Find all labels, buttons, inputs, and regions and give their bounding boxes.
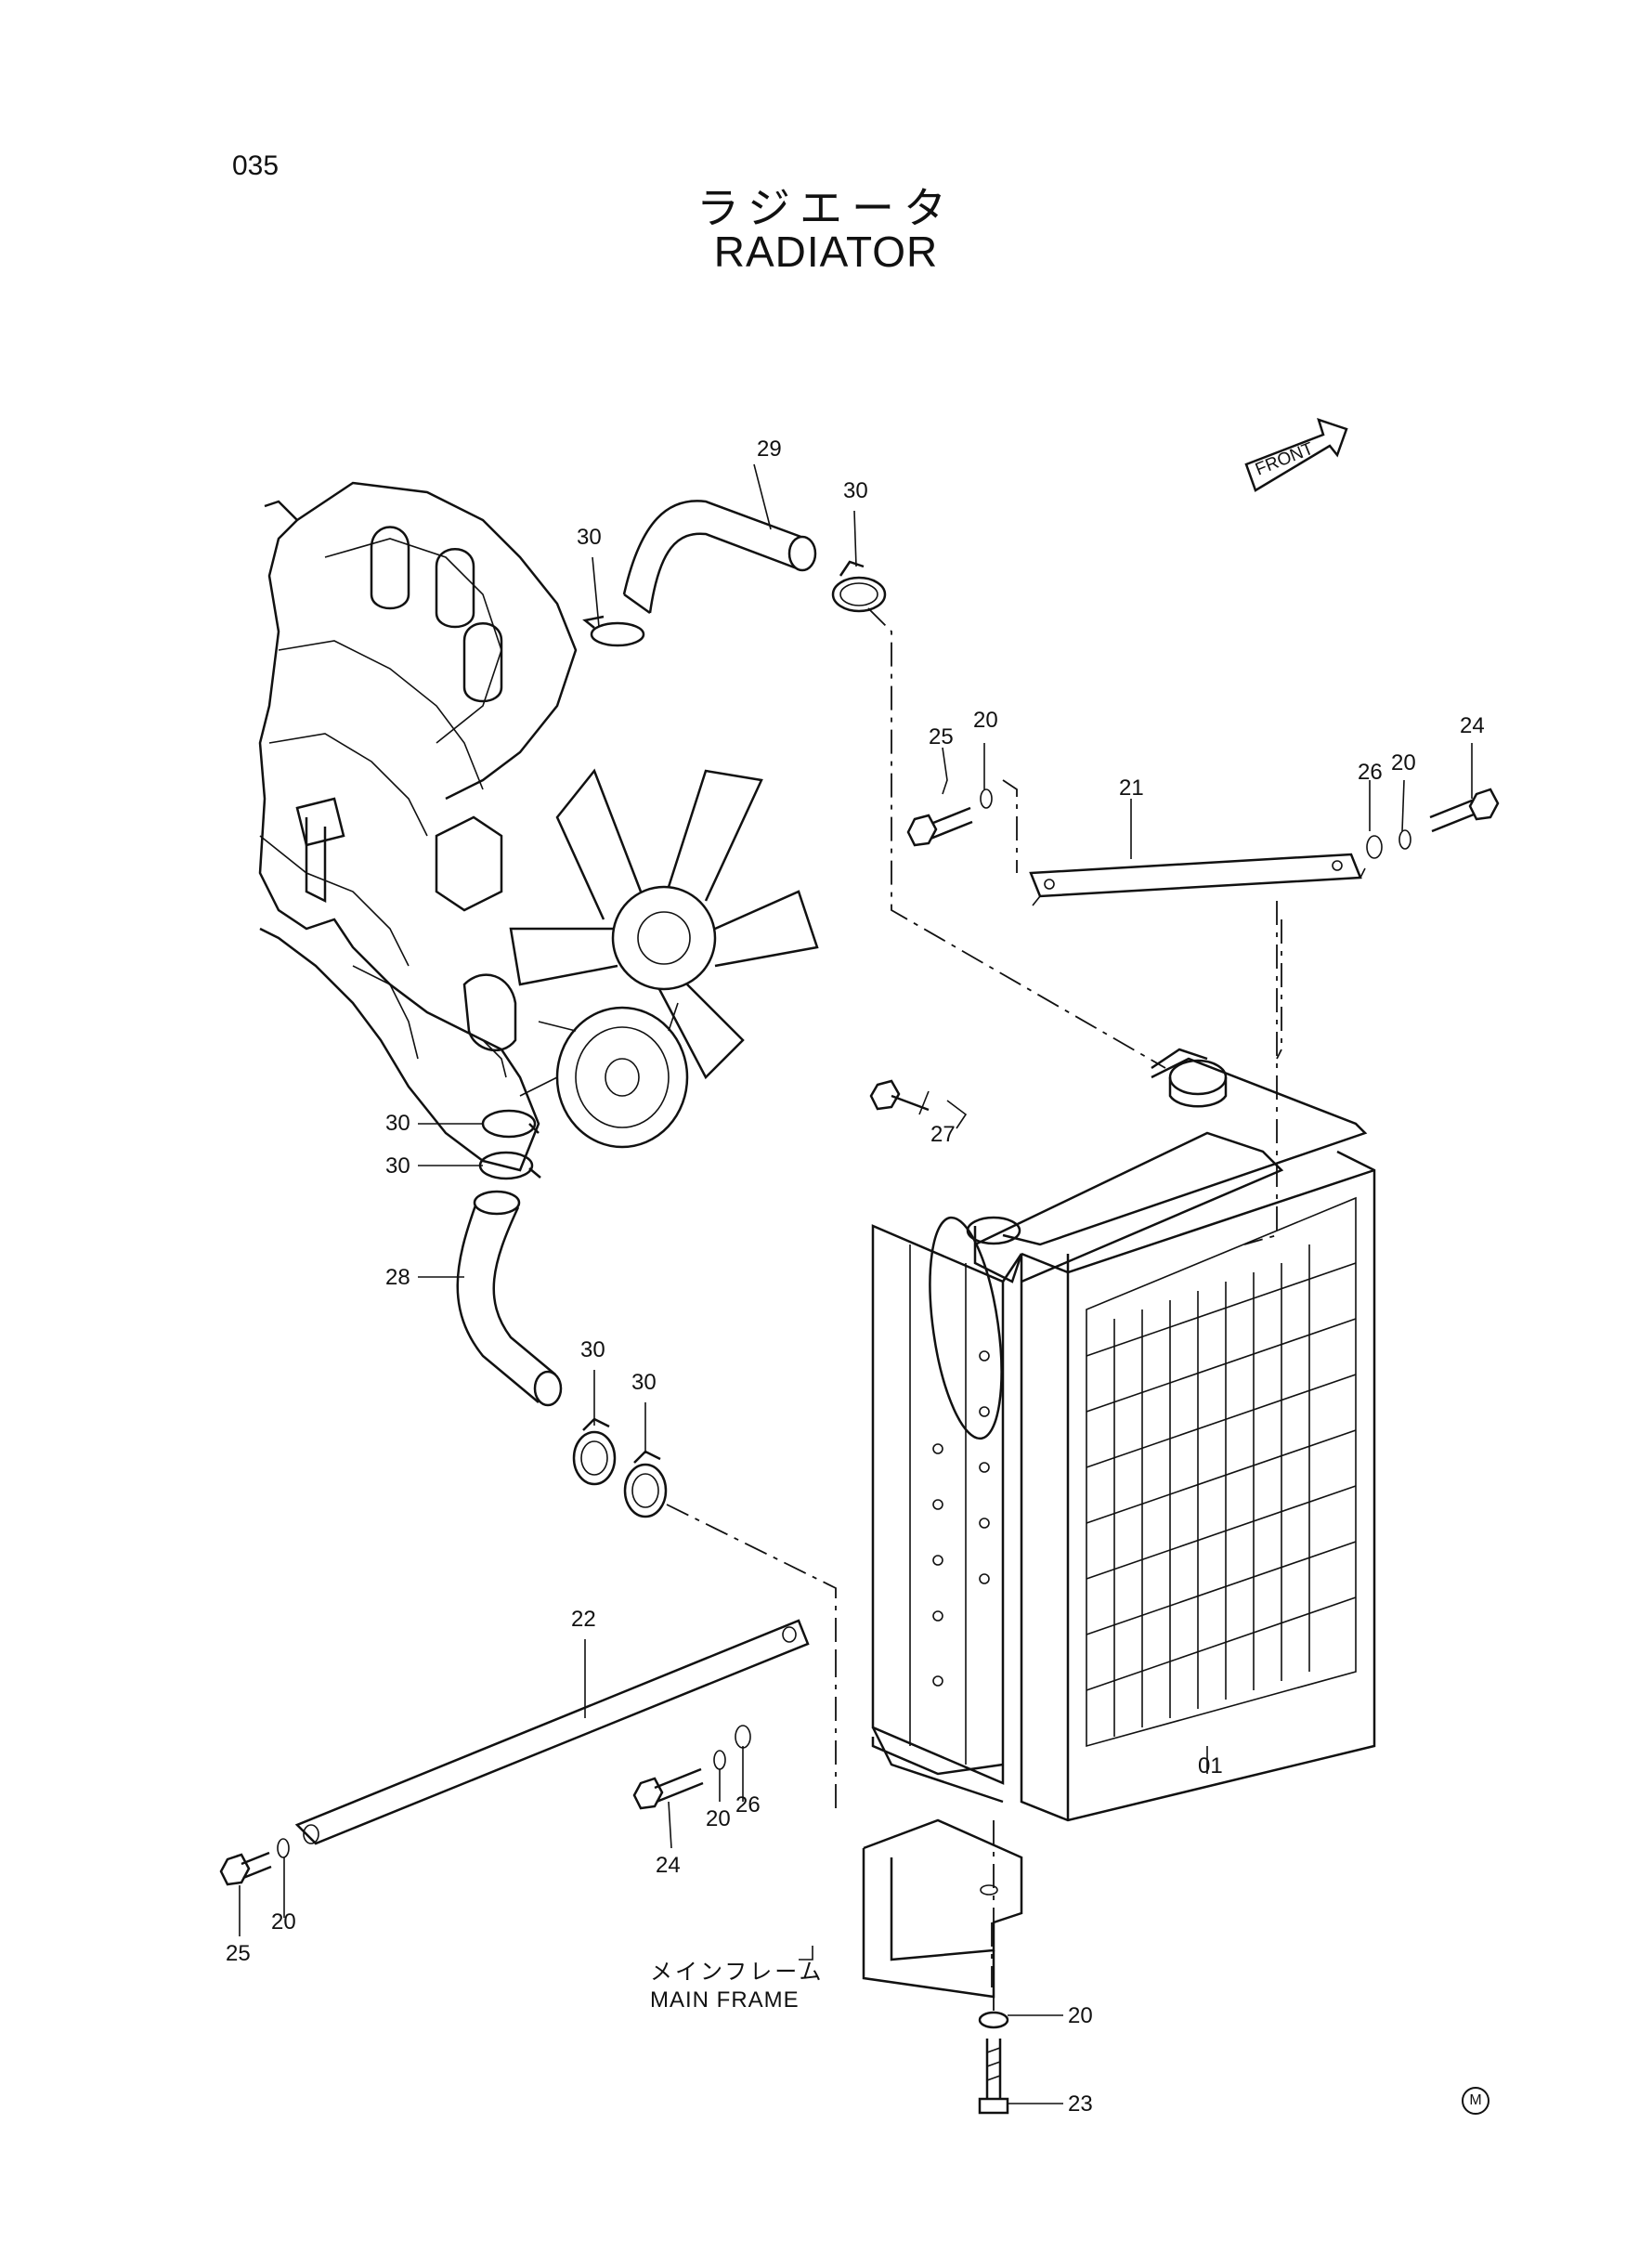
main-frame-label-english: MAIN FRAME xyxy=(650,1987,800,2013)
callout-28: 28 xyxy=(385,1265,410,1290)
callout-20: 20 xyxy=(271,1909,296,1935)
callout-30: 30 xyxy=(577,525,602,550)
callout-21: 21 xyxy=(1119,775,1144,801)
callout-29: 29 xyxy=(757,436,782,462)
main-frame-label-japanese: メインフレーム xyxy=(650,1960,825,1985)
callout-30: 30 xyxy=(385,1153,410,1179)
callout-01: 01 xyxy=(1198,1753,1223,1778)
title-japanese: ラジエータ xyxy=(696,184,956,232)
callout-24: 24 xyxy=(1460,713,1485,738)
front-direction-arrow: FRONT xyxy=(1244,418,1348,492)
stay-22-drawing xyxy=(294,1619,810,1845)
main-frame-bracket-drawing xyxy=(862,1818,1023,1999)
title-english: RADIATOR xyxy=(713,228,939,276)
fan-drawing xyxy=(509,768,819,1080)
callout-20: 20 xyxy=(973,708,998,733)
callout-30: 30 xyxy=(385,1111,410,1136)
callout-22: 22 xyxy=(571,1607,596,1632)
callout-20: 20 xyxy=(706,1806,731,1831)
stay-21-drawing xyxy=(1029,853,1366,906)
corner-mark-m: M xyxy=(1462,2087,1489,2115)
upper-hose-29-drawing xyxy=(622,500,817,615)
callout-leaders xyxy=(239,463,1473,2104)
assembly-center-lines xyxy=(666,607,1282,2011)
callout-24: 24 xyxy=(656,1853,681,1878)
callout-25: 25 xyxy=(929,724,954,749)
callout-26: 26 xyxy=(1358,760,1383,785)
lower-hose-28-drawing xyxy=(456,1190,563,1407)
callout-27: 27 xyxy=(930,1122,956,1147)
callout-20: 20 xyxy=(1391,750,1416,775)
callout-30: 30 xyxy=(580,1337,605,1362)
pulley-drawing xyxy=(519,1002,689,1149)
callout-30: 30 xyxy=(631,1370,657,1395)
page-number: 035 xyxy=(232,150,280,181)
callout-23: 23 xyxy=(1068,2091,1093,2117)
callout-26: 26 xyxy=(735,1792,761,1818)
callout-30: 30 xyxy=(843,478,868,503)
radiator-assembly-drawing xyxy=(871,1048,1376,1822)
fasteners-drawing xyxy=(219,788,1500,2115)
callout-20: 20 xyxy=(1068,2003,1093,2028)
engine-block-drawing xyxy=(258,481,578,1172)
callout-25: 25 xyxy=(226,1941,251,1966)
